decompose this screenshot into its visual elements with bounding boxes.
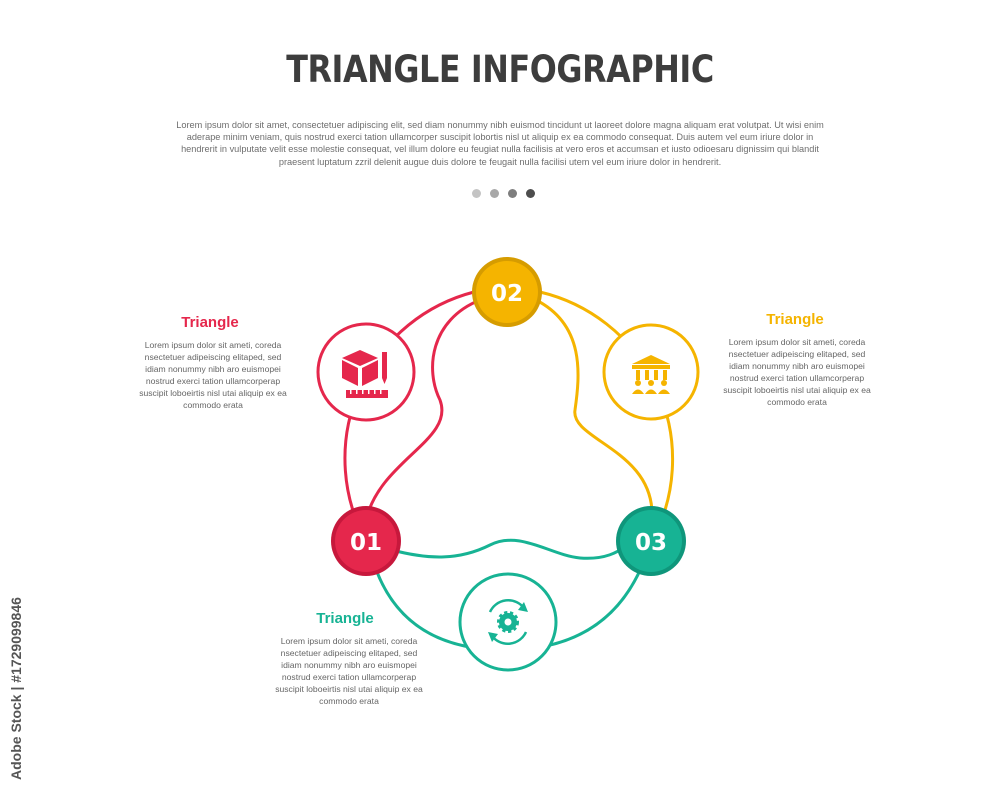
pager-dots: [472, 189, 535, 198]
pager-dot: [508, 189, 517, 198]
step-01-marker: 01: [331, 506, 401, 576]
step-03-body: Lorem ipsum dolor sit ameti, coreda nsec…: [275, 636, 423, 706]
step-02-marker: 02: [472, 257, 542, 327]
pager-dot: [526, 189, 535, 198]
intro-paragraph: Lorem ipsum dolor sit amet, consectetuer…: [176, 120, 824, 167]
step-02-heading: Triangle: [766, 311, 824, 328]
inner-curve-yellow: [535, 298, 654, 519]
box-ruler-pencil-icon: [342, 350, 388, 398]
step-01-body: Lorem ipsum dolor sit ameti, coreda nsec…: [139, 340, 287, 410]
step-02-body: Lorem ipsum dolor sit ameti, coreda nsec…: [723, 337, 871, 407]
step-03-heading: Triangle: [316, 610, 374, 627]
step-03-marker: 03: [616, 506, 686, 576]
icon-circle-yellow: [602, 323, 700, 421]
teamwork-building-icon: [632, 355, 670, 394]
pager-dot: [472, 189, 481, 198]
pager-dot: [490, 189, 499, 198]
gear-cycle-icon: [488, 599, 528, 645]
inner-curve-green: [391, 538, 629, 560]
step-03-number: 03: [635, 530, 667, 556]
step-02-number: 02: [491, 281, 523, 307]
step-01-number: 01: [350, 530, 382, 556]
watermark-text: Adobe Stock | #1729099846: [8, 597, 24, 780]
step-01-heading: Triangle: [181, 314, 239, 331]
page-title: TRIANGLE INFOGRAPHIC: [286, 48, 714, 91]
inner-curve-red: [364, 298, 481, 521]
